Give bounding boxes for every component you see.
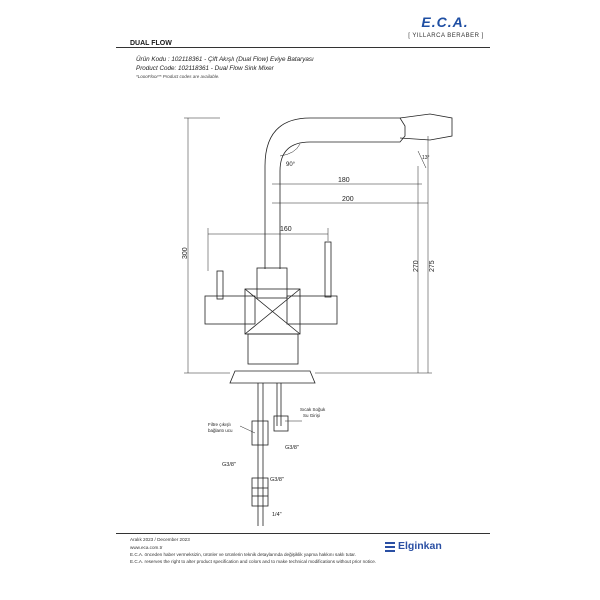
thread-label-3: G3/8" xyxy=(270,477,284,483)
thread-label-4: 1/4" xyxy=(272,512,282,518)
right-handle xyxy=(324,241,332,298)
dealer-logo: Elginkan xyxy=(398,540,442,552)
product-code-tr: Ürün Kodu : 102118361 - Çift Akışlı (Dua… xyxy=(136,56,314,63)
thread-label-2: G3/8" xyxy=(285,445,299,451)
footer-rule xyxy=(116,533,490,534)
body-cross xyxy=(244,288,301,335)
callout-right-1: Sıcak Soğuk xyxy=(300,407,326,412)
body-base xyxy=(247,333,299,365)
filter-fitting xyxy=(251,477,269,507)
callout-right-2: Su Girişi xyxy=(303,413,320,418)
hose-fitting-right xyxy=(273,415,289,432)
body-left-arm xyxy=(204,295,256,325)
spout-outline xyxy=(264,117,406,269)
dim-160: 160 xyxy=(280,226,292,233)
thread-label-1: G3/8" xyxy=(222,462,236,468)
header-rule xyxy=(116,47,490,48)
product-code-en: Product Code: 102118361 - Dual Flow Sink… xyxy=(136,65,274,72)
dim-300: 300 xyxy=(182,247,189,259)
product-note: *LoooFloor** Product codes are available… xyxy=(136,74,220,79)
dim-angle-small: 13° xyxy=(422,155,430,161)
dim-200: 200 xyxy=(342,196,354,203)
dim-275: 275 xyxy=(429,260,436,272)
dim-270: 270 xyxy=(413,260,420,272)
footer-date: Aralık 2023 / December 2023 xyxy=(130,537,190,542)
dim-angle-90: 90° xyxy=(286,162,296,168)
callout-left-1: Filtre çıkışlı xyxy=(208,422,231,427)
page-title: DUAL FLOW xyxy=(130,40,172,47)
base-plate xyxy=(229,370,316,384)
callout-left-2: bağlantı ucu xyxy=(208,428,233,433)
brand-block: E.C.A. [ YILLARCA BERABER ] xyxy=(385,14,491,42)
elginkan-mark-icon xyxy=(385,542,395,552)
technical-drawing: 180 200 160 300 270 275 90° 13° Filtre ç… xyxy=(182,113,453,526)
body-upper xyxy=(256,267,288,299)
hose-fitting-left xyxy=(251,420,269,446)
eca-logo: E.C.A. xyxy=(421,14,469,30)
dim-180: 180 xyxy=(338,177,350,184)
body-right-arm xyxy=(286,295,338,325)
brand-tagline: [ YILLARCA BERABER ] xyxy=(408,33,484,39)
footer-website[interactable]: www.eca.com.tr xyxy=(130,545,163,550)
footer-disclaimer-en: E.C.A. reserves the right to alter produ… xyxy=(130,559,377,564)
footer-disclaimer-tr: E.C.A. önceden haber vermeksizin, ürünle… xyxy=(130,552,356,557)
spout-tip xyxy=(399,113,453,141)
left-handle xyxy=(216,270,224,300)
